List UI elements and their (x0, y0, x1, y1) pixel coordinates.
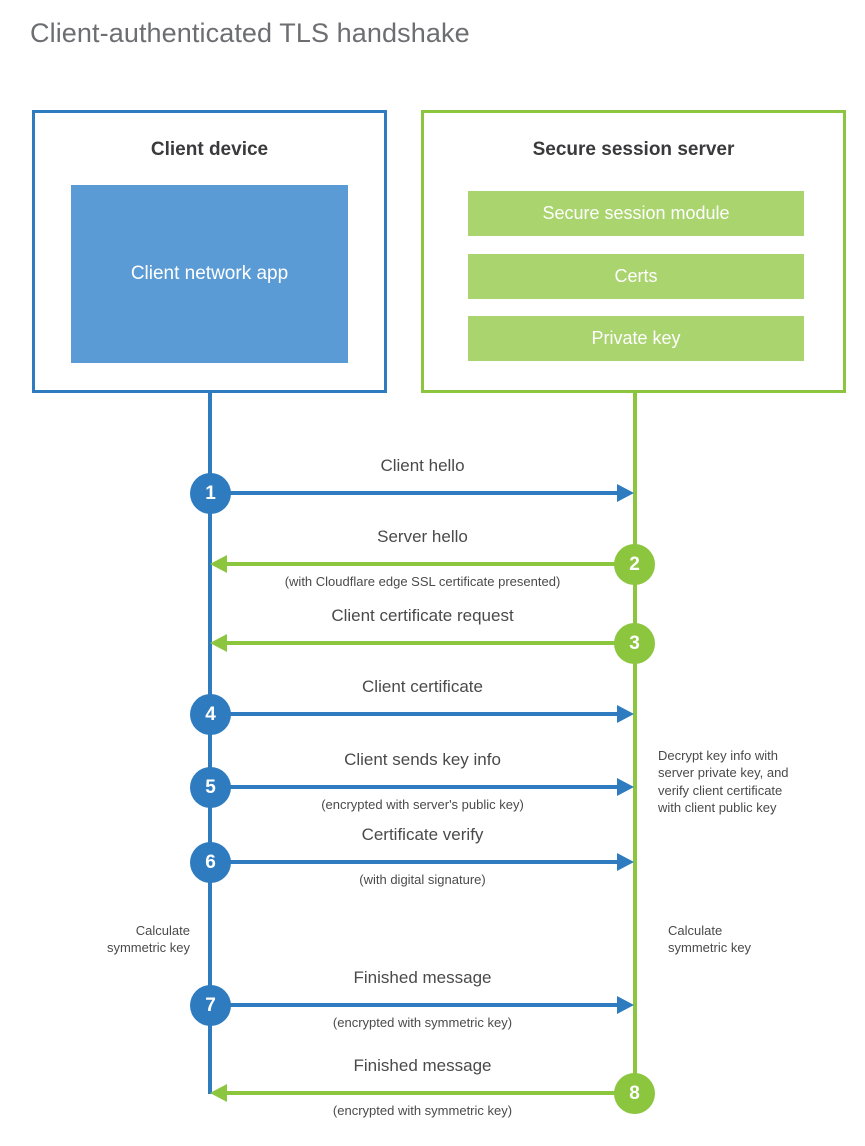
message-label-1: Client hello (380, 456, 465, 475)
note-decrypt-line-2: server private key, and (658, 765, 789, 781)
arrow-head-2 (210, 555, 227, 573)
arrow-line-7 (210, 1003, 619, 1007)
message-label-4: Client certificate (362, 677, 483, 696)
note-calculate-symmetric-key-client: Calculate symmetric key (40, 922, 190, 957)
arrow-line-1 (210, 491, 619, 495)
message-label-2: Server hello (377, 527, 468, 546)
server-lifeline (633, 390, 637, 1094)
message-label-8: Finished message (353, 1056, 492, 1075)
message-sub-2: (with Cloudflare edge SSL certificate pr… (284, 574, 561, 589)
message-sub-7: (encrypted with symmetric key) (332, 1015, 513, 1030)
arrow-line-4 (210, 712, 619, 716)
message-label-5: Client sends key info (344, 750, 501, 769)
note-calculate-symmetric-key-server: Calculate symmetric key (668, 922, 828, 957)
client-lifeline (208, 390, 212, 1094)
note-decrypt-line-3: verify client certificate (658, 782, 783, 798)
server-component-private-key: Private key (468, 316, 804, 361)
message-label-3: Client certificate request (331, 606, 514, 625)
note-decrypt-line-4: with client public key (658, 799, 777, 815)
step-badge-1: 1 (190, 473, 231, 514)
arrow-line-6 (210, 860, 619, 864)
arrow-line-5 (210, 785, 619, 789)
message-sub-5: (encrypted with server's public key) (321, 797, 524, 812)
page-title: Client-authenticated TLS handshake (30, 18, 470, 48)
step-badge-2: 2 (614, 544, 655, 585)
arrow-head-6 (617, 853, 634, 871)
note-calc-right-line-1: Calculate (668, 923, 723, 938)
step-badge-3: 3 (614, 623, 655, 664)
arrow-head-4 (617, 705, 634, 723)
step-badge-5: 5 (190, 767, 231, 808)
note-calc-left-line-2: symmetric key (106, 940, 190, 956)
step-badge-6: 6 (190, 842, 231, 883)
note-calc-left-line-1: Calculate (135, 923, 190, 938)
arrow-head-5 (617, 778, 634, 796)
server-component-certs: Certs (468, 254, 804, 299)
secure-session-server-title: Secure session server (532, 139, 735, 160)
message-sub-8: (encrypted with symmetric key) (332, 1103, 513, 1118)
message-sub-6: (with digital signature) (359, 872, 486, 887)
client-device-title: Client device (150, 139, 269, 160)
client-network-app-block: Client network app (71, 185, 348, 363)
secure-session-server-box: Secure session server Secure session mod… (421, 110, 846, 393)
step-badge-8: 8 (614, 1073, 655, 1114)
arrow-line-3 (226, 641, 635, 645)
message-label-6: Certificate verify (361, 825, 484, 844)
arrow-line-8 (226, 1091, 635, 1095)
step-badge-7: 7 (190, 985, 231, 1026)
message-label-7: Finished message (353, 968, 492, 987)
step-badge-4: 4 (190, 694, 231, 735)
note-decrypt-key-info: Decrypt key info with server private key… (658, 747, 848, 816)
note-calc-right-line-2: symmetric key (668, 940, 752, 956)
server-component-secure-session-module: Secure session module (468, 191, 804, 236)
arrow-line-2 (226, 562, 635, 566)
arrow-head-1 (617, 484, 634, 502)
arrow-head-8 (210, 1084, 227, 1102)
client-device-box: Client device Client network app (32, 110, 387, 393)
arrow-head-3 (210, 634, 227, 652)
note-decrypt-line-1: Decrypt key info with (658, 748, 778, 763)
arrow-head-7 (617, 996, 634, 1014)
